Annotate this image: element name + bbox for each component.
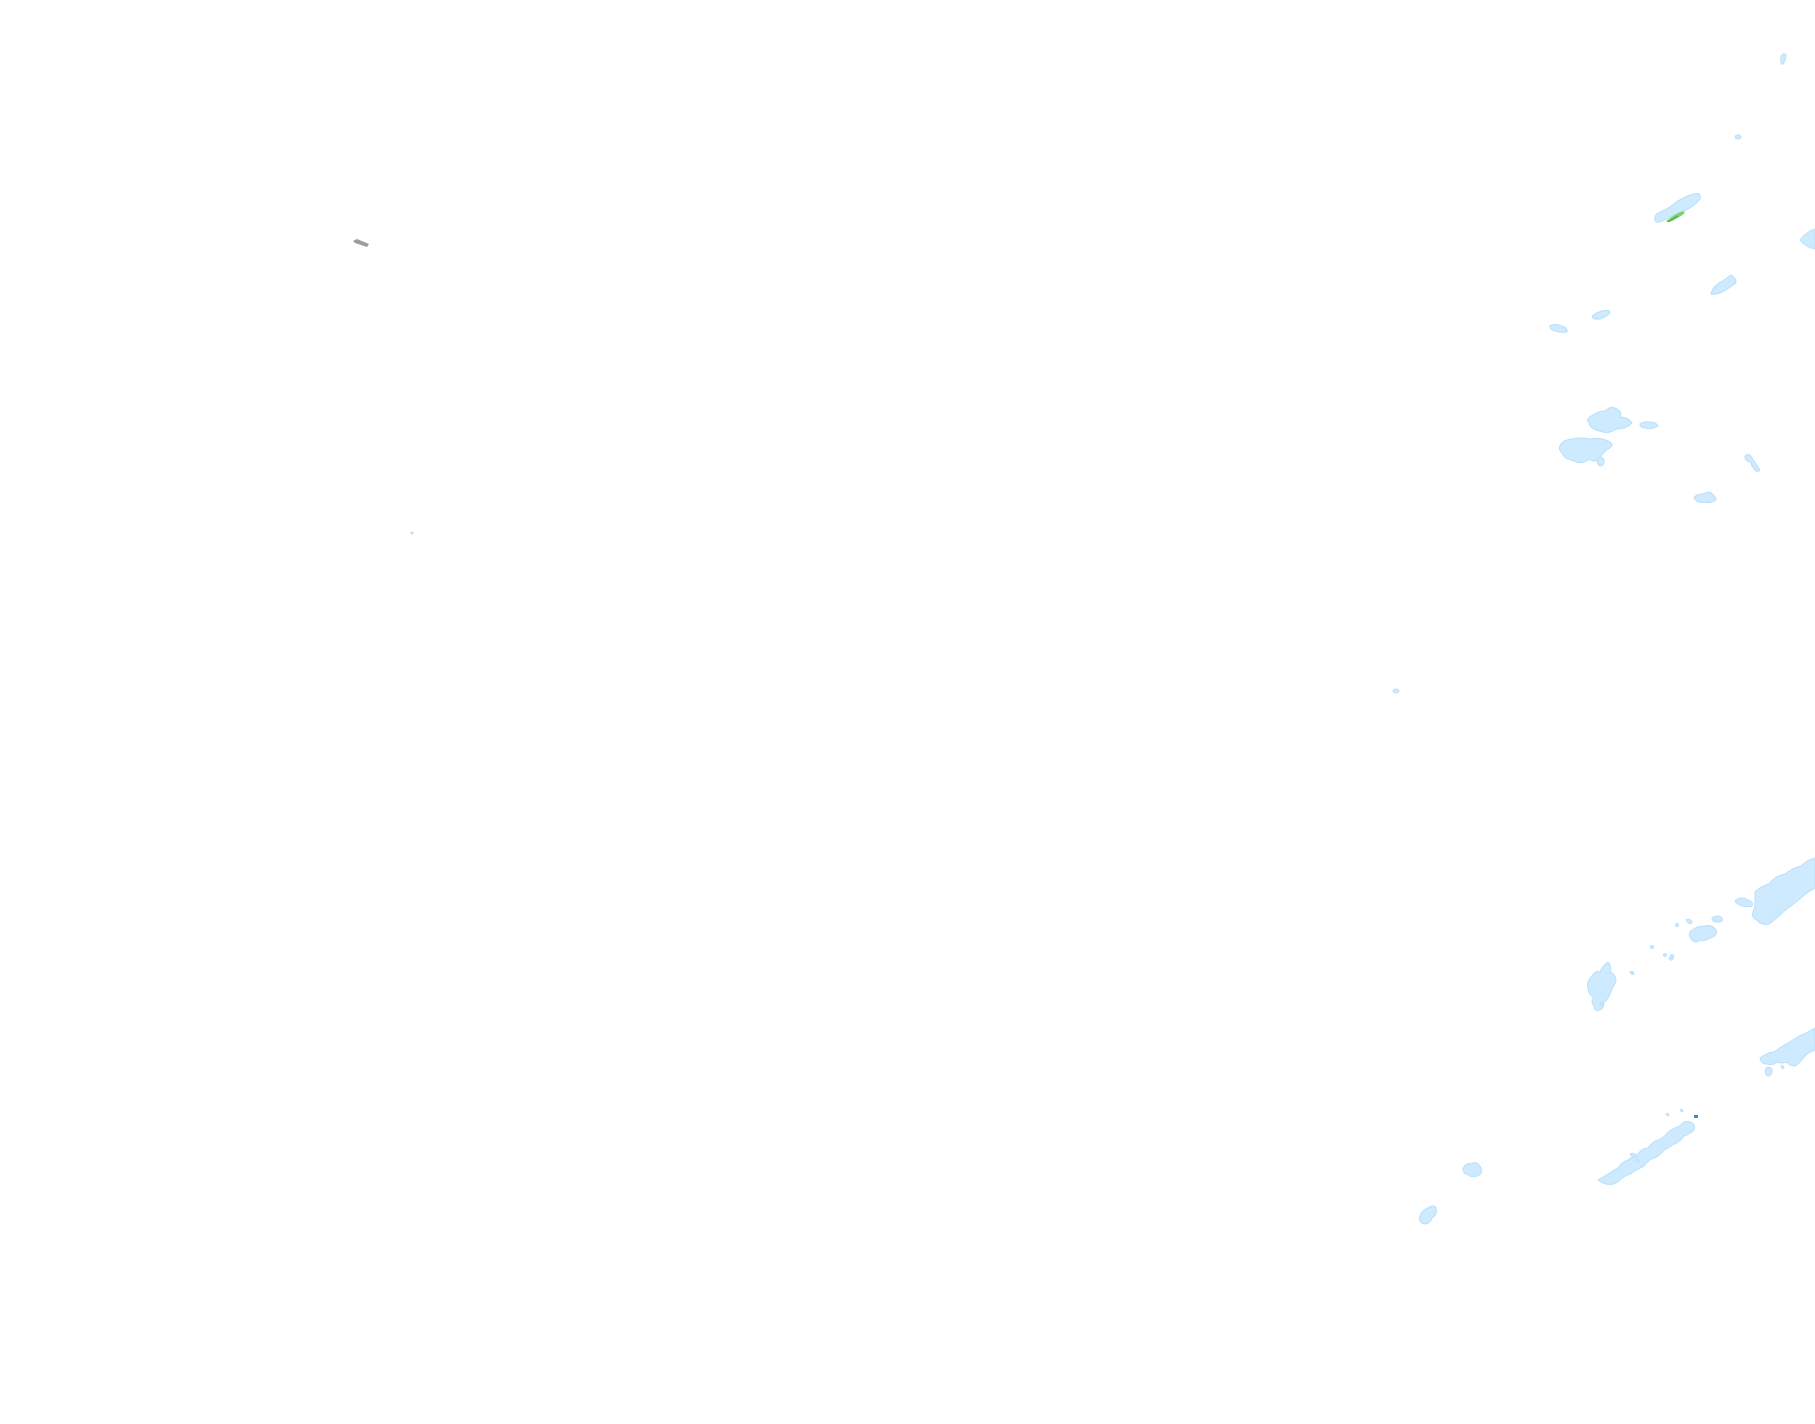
- precip-cell: [1744, 453, 1761, 472]
- precip-cell: [1679, 1108, 1684, 1113]
- precip-cell: [1665, 1112, 1670, 1117]
- precip-speck: [1392, 688, 1400, 694]
- precip-cell: [1799, 228, 1815, 250]
- ground-clutter: [353, 239, 369, 247]
- precip-cell: [1654, 193, 1701, 223]
- precip-cell: [1650, 945, 1654, 949]
- precip-cell: [1419, 1205, 1437, 1225]
- precip-cell: [1600, 1002, 1604, 1006]
- precip-cell: [1629, 970, 1635, 976]
- precip-cell: [1711, 915, 1723, 923]
- moderate-precip-core: [1667, 215, 1679, 223]
- precip-speck: [410, 531, 414, 535]
- precip-cell: [1780, 53, 1787, 65]
- precip-cell: [1734, 897, 1753, 908]
- precip-cell: [1635, 1159, 1640, 1164]
- echo-core-upper: [1666, 211, 1685, 223]
- precip-cell: [1688, 925, 1717, 943]
- precip-cell: [1675, 923, 1679, 927]
- precip-cell: [1780, 1065, 1785, 1070]
- precip-cell: [1734, 134, 1742, 140]
- echo-group-upper: [1549, 53, 1815, 504]
- precip-cell: [1587, 961, 1617, 1011]
- precip-cell: [1764, 1066, 1773, 1077]
- moderate-precip-core: [1666, 211, 1685, 222]
- precip-cell: [1685, 918, 1693, 925]
- echo-core-lower: [1694, 1115, 1698, 1118]
- precip-cell: [1693, 491, 1717, 504]
- precip-cell: [1752, 857, 1815, 925]
- precip-cell: [1596, 456, 1605, 467]
- precip-cell: [1587, 406, 1633, 434]
- heavy-precip-speck: [1694, 1115, 1698, 1118]
- precip-cell: [1668, 956, 1674, 961]
- precip-cell: [1663, 953, 1667, 957]
- precip-cell: [1710, 274, 1737, 295]
- precip-cell: [1639, 421, 1659, 430]
- precip-cell: [1597, 1121, 1695, 1185]
- clutter-speck: [353, 239, 369, 247]
- precip-cell: [1549, 324, 1568, 333]
- precip-cell: [1558, 437, 1613, 464]
- precip-cell: [1591, 309, 1611, 320]
- precip-cell: [1759, 1027, 1815, 1067]
- echo-group-lower: [1419, 857, 1815, 1225]
- precip-cell: [1462, 1162, 1482, 1178]
- precip-cell: [1629, 1152, 1637, 1159]
